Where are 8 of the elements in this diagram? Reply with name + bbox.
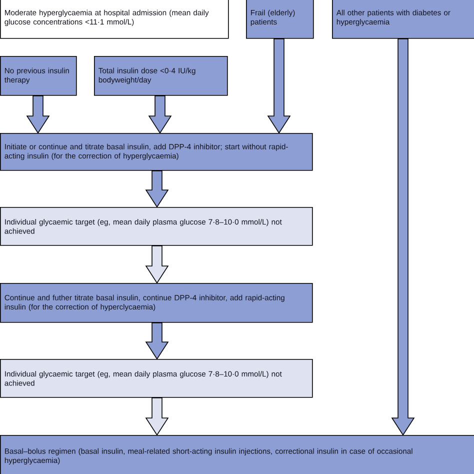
block-arrow xyxy=(391,38,415,436)
block-arrow xyxy=(145,170,169,208)
block-arrow xyxy=(148,95,172,134)
block-arrow xyxy=(145,397,169,436)
block-arrow xyxy=(267,38,291,134)
block-arrow xyxy=(145,245,169,284)
block-arrow xyxy=(26,95,50,134)
block-arrow xyxy=(145,322,169,360)
